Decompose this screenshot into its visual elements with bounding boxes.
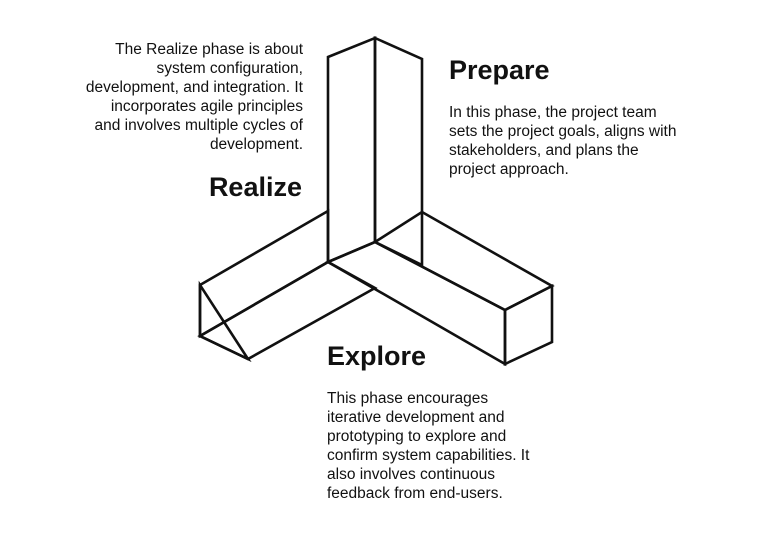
prepare-title: Prepare xyxy=(449,55,550,85)
prepare-description: In this phase, the project team sets the… xyxy=(449,104,677,178)
left-arm-end-face xyxy=(198,280,252,363)
vertical-arm-right-face xyxy=(373,35,424,268)
explore-title: Explore xyxy=(327,341,427,371)
realize-title: Realize xyxy=(208,172,302,202)
vertical-arm-left-face xyxy=(326,36,377,264)
explore-description: This phase encourages iterative developm… xyxy=(327,390,530,502)
realize-description: The Realize phase is about system config… xyxy=(85,41,303,153)
right-arm-top-face xyxy=(372,210,555,312)
right-arm-end-face xyxy=(503,283,554,367)
